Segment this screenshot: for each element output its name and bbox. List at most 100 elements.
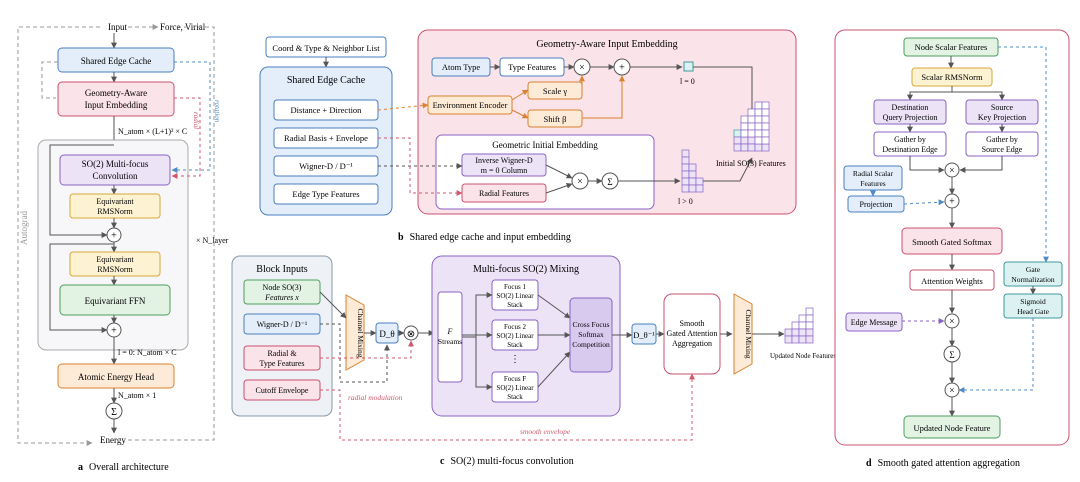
svg-text:D_θ⁻¹: D_θ⁻¹ bbox=[633, 330, 655, 340]
svg-text:Edge Message: Edge Message bbox=[851, 318, 898, 327]
svg-text:Stack: Stack bbox=[507, 301, 523, 309]
atomic-energy-head-box bbox=[57, 363, 175, 389]
init-so3-grid bbox=[733, 101, 770, 152]
svg-text:Radial Basis + Envelope: Radial Basis + Envelope bbox=[284, 133, 368, 143]
svg-text:⋮: ⋮ bbox=[510, 354, 520, 365]
rmsnorm1-box bbox=[69, 193, 161, 219]
panel-c: Block Inputs Node SO(3) Features x Wigne… bbox=[231, 255, 836, 467]
svg-text:Distance + Direction: Distance + Direction bbox=[291, 105, 363, 115]
svg-text:Scalar RMSNorm: Scalar RMSNorm bbox=[921, 72, 983, 82]
scale-box bbox=[527, 81, 583, 100]
rmsnorm2-box bbox=[69, 251, 161, 277]
svg-text:Gather by: Gather by bbox=[986, 135, 1018, 144]
svg-text:Key Projection: Key Projection bbox=[978, 113, 1026, 122]
edge-type-box bbox=[273, 183, 379, 205]
svg-text:Aggregation: Aggregation bbox=[672, 339, 712, 348]
svg-text:+: + bbox=[111, 231, 117, 242]
channel-mixing-1 bbox=[345, 294, 365, 371]
gaie-title: Geometry-Aware Input Embedding bbox=[536, 39, 677, 50]
ffn-label: Equivariant FFN bbox=[85, 296, 146, 306]
svg-text:Environment Encoder: Environment Encoder bbox=[433, 100, 508, 110]
edge-message-box bbox=[845, 312, 903, 332]
svg-text:×: × bbox=[577, 177, 583, 188]
svg-text:Cutoff Envelope: Cutoff Envelope bbox=[256, 386, 309, 395]
svg-text:Focus 2: Focus 2 bbox=[504, 323, 526, 331]
init-features-label: Initial SO(3) Features bbox=[716, 159, 786, 168]
autograd-loop bbox=[17, 26, 100, 446]
panel-a: Input Force, Virial Autograd Shared Edge… bbox=[17, 22, 229, 473]
svg-text:Radial Scalar: Radial Scalar bbox=[853, 169, 894, 178]
svg-text:Destination: Destination bbox=[892, 103, 929, 112]
svg-text:Radial &: Radial & bbox=[267, 349, 297, 358]
svg-text:Type Features: Type Features bbox=[260, 359, 305, 368]
l0-cell bbox=[683, 61, 694, 72]
svg-text:+: + bbox=[949, 197, 955, 208]
svg-text:Stack: Stack bbox=[507, 393, 523, 401]
so2-conv-box bbox=[59, 154, 171, 186]
svg-text:SO(2) Linear: SO(2) Linear bbox=[496, 384, 534, 392]
l0-label: l = 0 bbox=[680, 77, 695, 86]
svg-text:Channel Mixing: Channel Mixing bbox=[356, 309, 365, 358]
updated-features-grid bbox=[784, 307, 814, 344]
svg-text:Focus 1: Focus 1 bbox=[504, 283, 526, 291]
focus-stack-1: Focus 1 SO(2) Linear Stack bbox=[491, 279, 539, 311]
equivariant-ffn-box bbox=[59, 284, 171, 316]
svg-text:Channel Mixing: Channel Mixing bbox=[744, 310, 753, 359]
head-label: Atomic Energy Head bbox=[78, 372, 155, 382]
updated-node-feature-box bbox=[903, 415, 1001, 439]
gie-title: Geometric Initial Embedding bbox=[492, 140, 598, 150]
svg-text:Softmax: Softmax bbox=[578, 330, 604, 339]
svg-text:Node SO(3): Node SO(3) bbox=[263, 283, 302, 292]
svg-text:Stack: Stack bbox=[507, 341, 523, 349]
svg-text:F: F bbox=[447, 327, 453, 336]
svg-text:Streams: Streams bbox=[438, 337, 462, 346]
panel-b: Coord & Type & Neighbor List Shared Edge… bbox=[259, 29, 797, 243]
radial-label: radial bbox=[192, 112, 200, 129]
svg-text:Cross Focus: Cross Focus bbox=[573, 320, 610, 329]
autograd-label: Autograd bbox=[19, 211, 29, 245]
svg-text:Smooth Gated Softmax: Smooth Gated Softmax bbox=[912, 237, 993, 247]
focus-stack-2: Focus 2 SO(2) Linear Stack bbox=[491, 319, 539, 351]
energy-label: Energy bbox=[100, 435, 126, 445]
svg-text:Head Gate: Head Gate bbox=[1017, 307, 1050, 316]
svg-text:SO(2) Linear: SO(2) Linear bbox=[496, 332, 534, 340]
natom1-label: N_atom × 1 bbox=[118, 391, 156, 400]
svg-text:Gated Attention: Gated Attention bbox=[667, 329, 718, 338]
svg-text:Attention Weights: Attention Weights bbox=[921, 276, 983, 286]
block-inputs-title: Block Inputs bbox=[256, 264, 307, 275]
svg-text:Focus F: Focus F bbox=[504, 375, 526, 383]
coord-label: Coord & Type & Neighbor List bbox=[272, 43, 380, 53]
svg-text:Type Features: Type Features bbox=[508, 62, 556, 72]
svg-text:Σ: Σ bbox=[607, 177, 612, 187]
svg-text:Atom Type: Atom Type bbox=[442, 62, 480, 72]
svg-text:Wigner-D / D⁻¹: Wigner-D / D⁻¹ bbox=[299, 161, 353, 171]
svg-text:Node Scalar Features: Node Scalar Features bbox=[915, 42, 988, 52]
rms1-line1: Equivariant bbox=[96, 197, 134, 206]
rms1-line2: RMSNorm bbox=[97, 207, 133, 216]
force-virial-label: Force, Virial bbox=[160, 22, 206, 32]
svg-text:+: + bbox=[619, 63, 625, 74]
svg-text:Shift β: Shift β bbox=[544, 114, 567, 124]
svg-text:×: × bbox=[579, 63, 585, 74]
svg-text:×: × bbox=[949, 317, 955, 328]
svg-text:Features: Features bbox=[860, 179, 885, 188]
panel-d: Node Scalar Features Scalar RMSNorm Dest… bbox=[834, 29, 1070, 469]
mf-title: Multi-focus SO(2) Mixing bbox=[473, 264, 579, 275]
svg-text:Destination Edge: Destination Edge bbox=[882, 145, 938, 154]
svg-text:×: × bbox=[949, 166, 955, 177]
svg-text:Updated Node Feature: Updated Node Feature bbox=[914, 423, 991, 433]
svg-text:Source Edge: Source Edge bbox=[982, 145, 1023, 154]
rms2-line1: Equivariant bbox=[96, 255, 134, 264]
svg-text:Features x: Features x bbox=[264, 293, 299, 302]
svg-text:Radial Features: Radial Features bbox=[479, 189, 529, 198]
svg-text:+: + bbox=[111, 326, 117, 337]
natom-dim-label: N_atom × (L+1)² × C bbox=[118, 127, 187, 136]
svg-text:Inverse Wigner-D: Inverse Wigner-D bbox=[475, 156, 533, 165]
channel-mixing-2 bbox=[733, 293, 753, 375]
svg-text:Source: Source bbox=[991, 103, 1014, 112]
svg-text:Σ: Σ bbox=[949, 350, 954, 360]
